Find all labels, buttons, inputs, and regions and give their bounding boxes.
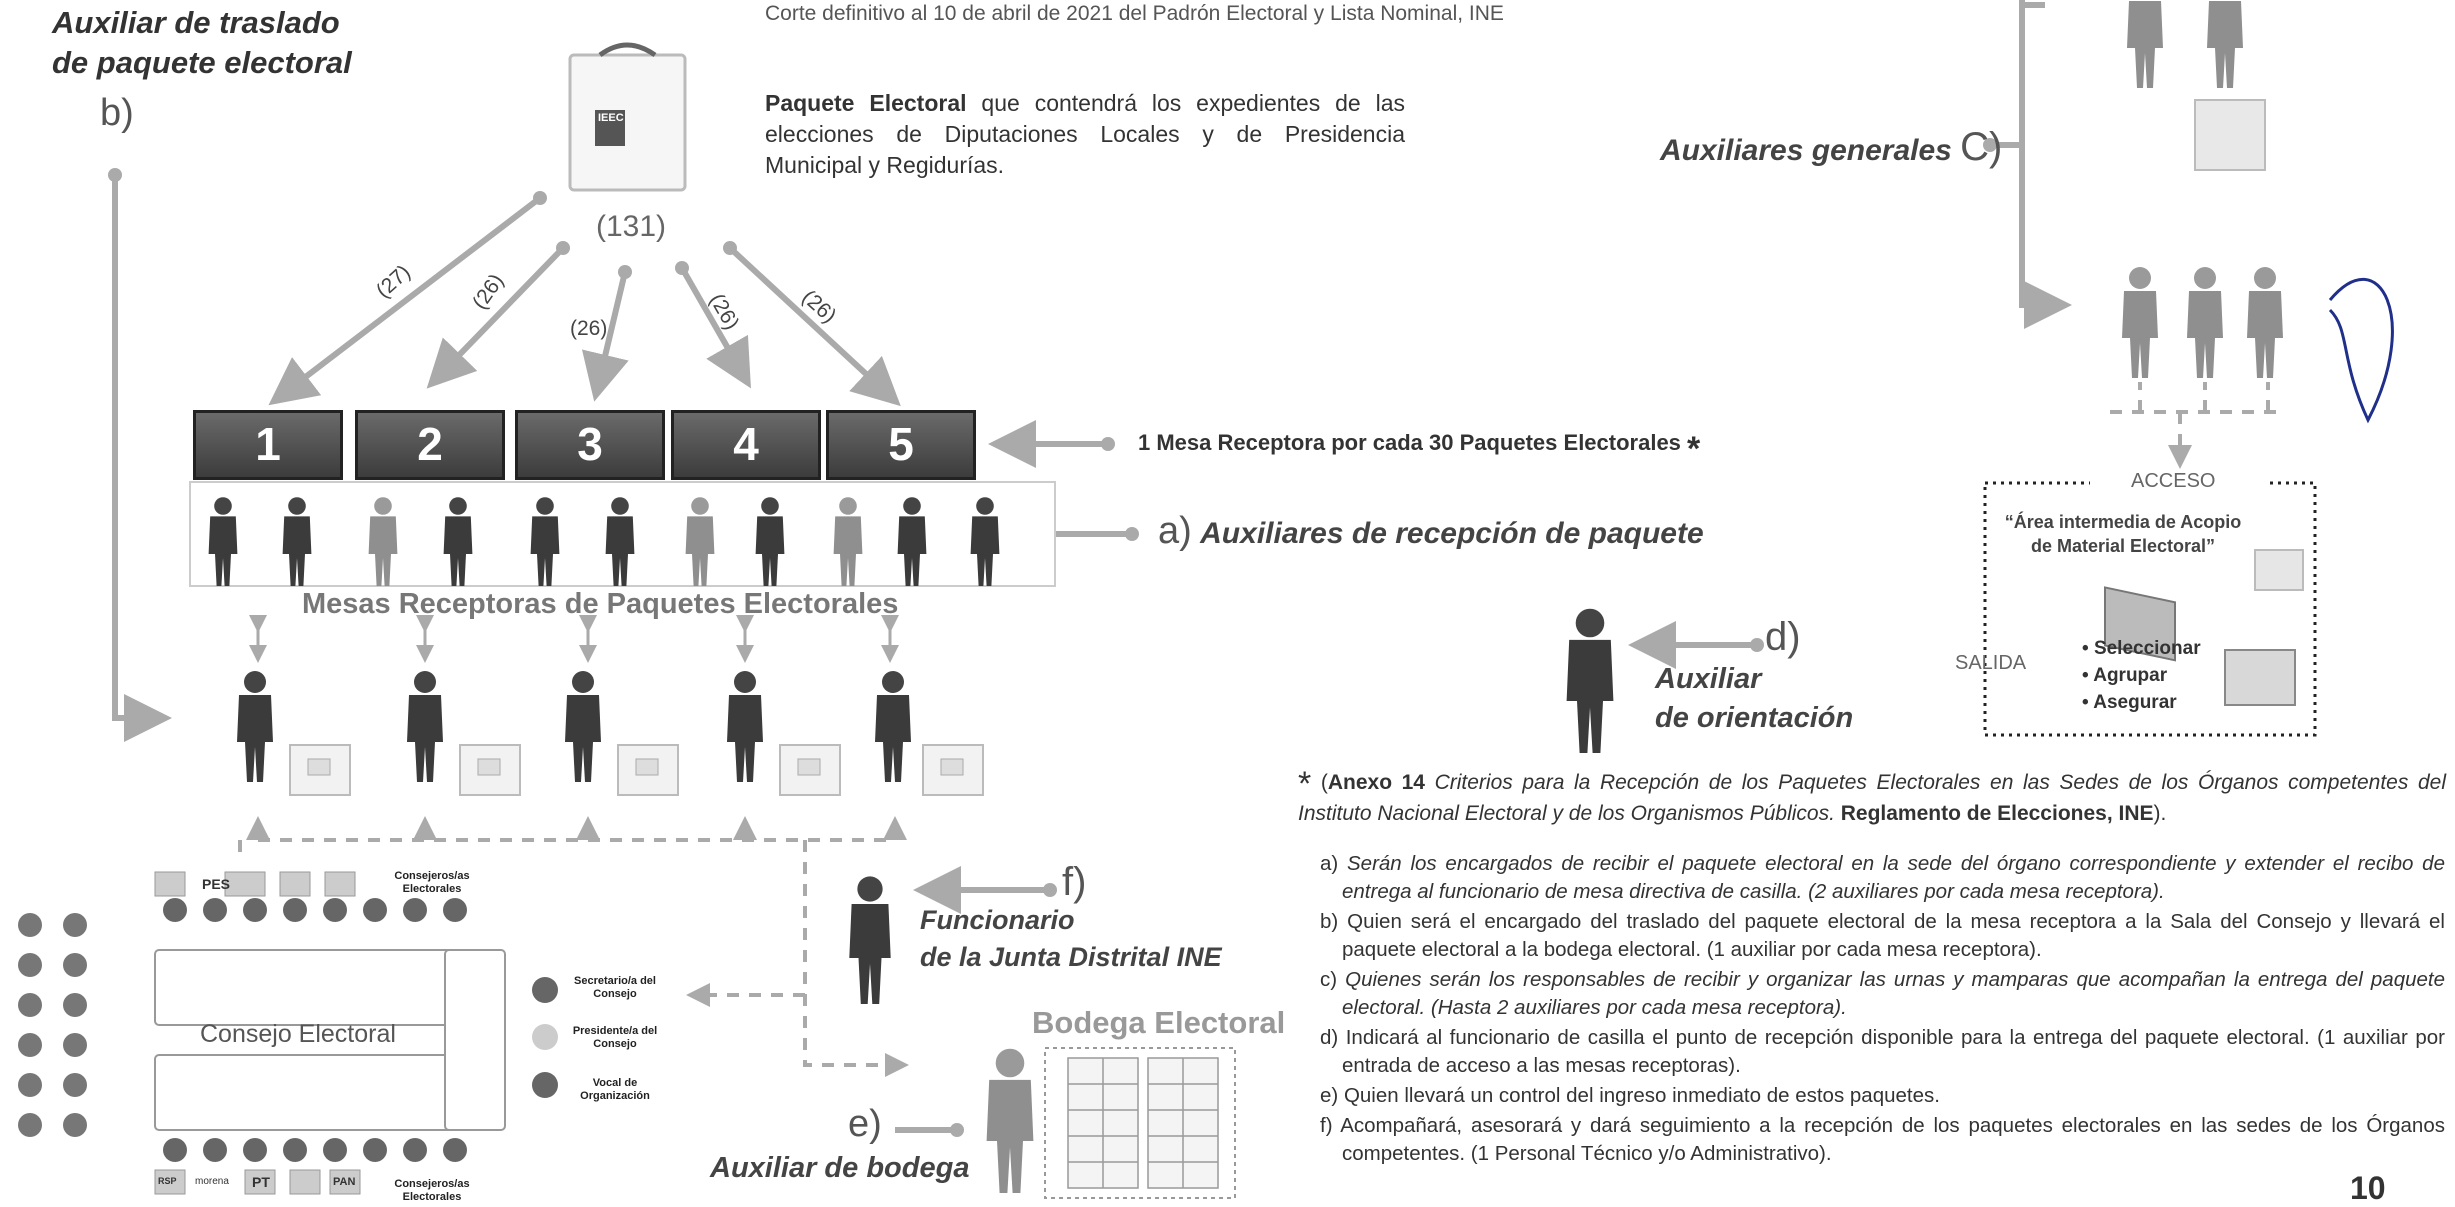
consejo-title: Consejo Electoral xyxy=(200,1020,396,1048)
acceso-label: ACCESO xyxy=(2125,470,2222,493)
acceso-area: “Área intermedia de Acopio de Material E… xyxy=(2004,512,2242,556)
paquete-bold: Paquete Electoral xyxy=(765,90,967,116)
annex-reference: * (Anexo 14 Criterios para la Recepción … xyxy=(1298,765,2446,825)
salida-label: SALIDA xyxy=(1955,652,2027,674)
aux-recepcion-text: Auxiliares de recepción de paquete xyxy=(1200,517,1704,550)
funcionario-line1: Funcionario xyxy=(920,905,1075,935)
acceso-item: • Asegurar xyxy=(2082,692,2177,713)
aux-traslado-line2: de paquete electoral xyxy=(52,45,352,80)
consejo-top-label: Consejeros/as Electorales xyxy=(394,870,470,895)
party-logo-morena: morena xyxy=(195,1176,229,1187)
acceso-item: • Seleccionar xyxy=(2082,638,2201,659)
note-item: b) Quien será el encargado del traslado … xyxy=(1320,910,2445,961)
mesas-caption: Mesas Receptoras de Paquetes Electorales xyxy=(302,588,899,620)
party-logo-pes: PES xyxy=(202,876,231,892)
aux-orientacion-line2: de orientación xyxy=(1655,702,1854,734)
aux-generales-letter: C) xyxy=(1960,125,2003,169)
acceso-items: • Seleccionar • Agrupar • Asegurar xyxy=(2082,635,2201,716)
consejo-illustration xyxy=(18,871,558,1195)
bodega-title: Bodega Electoral xyxy=(1032,1005,1286,1040)
paquete-total: (131) xyxy=(596,210,667,243)
aux-recepcion-letter: a) xyxy=(1158,510,1192,552)
note-item: e) Quien llevará un control del ingreso … xyxy=(1320,1084,1940,1107)
party-logo-rsp: RSP xyxy=(158,1176,177,1186)
aux-orientacion-line1: Auxiliar xyxy=(1655,663,1762,695)
acceso-box-border xyxy=(1983,481,2317,737)
package-box-label: IEEC xyxy=(598,112,624,124)
annex-bold1: Anexo 14 xyxy=(1327,771,1425,794)
note-item: a) Serán los encargados de recibir el pa… xyxy=(1320,852,2445,903)
mesa-number-4: 4 xyxy=(671,410,821,480)
orientacion-figure xyxy=(1566,608,1764,753)
per-mesa-asterisk: * xyxy=(1687,430,1701,468)
aux-traslado-line1: Auxiliar de traslado xyxy=(52,5,340,40)
mesa-number-5: 5 xyxy=(826,410,976,480)
aux-recepcion: a) Auxiliares de recepción de paquete xyxy=(1158,510,1704,553)
funcionario-letter: f) xyxy=(1062,860,1087,904)
funcionario-figure xyxy=(849,866,1057,1004)
mesa-number-1: 1 xyxy=(193,410,343,480)
per-mesa-note: 1 Mesa Receptora por cada 30 Paquetes El… xyxy=(1138,430,1700,469)
funcionario-line2: de la Junta Distrital INE xyxy=(920,942,1222,972)
aux-traslado-letter: b) xyxy=(100,92,134,134)
carriers xyxy=(237,671,984,796)
acceso-item: • Agrupar xyxy=(2082,665,2168,686)
package-box xyxy=(568,42,687,192)
mesa-number-2: 2 xyxy=(355,410,505,480)
top-caption: Corte definitivo al 10 de abril de 2021 … xyxy=(765,2,1504,25)
aux-generales: Auxiliares generales C) xyxy=(1660,125,2002,170)
mesa-note-arrow xyxy=(988,420,1115,468)
bodega-label: Auxiliar de bodega xyxy=(710,1152,970,1184)
carrier-double-arrows xyxy=(249,615,899,663)
annex-asterisk: * xyxy=(1298,765,1312,803)
aux-orientacion-letter: d) xyxy=(1765,615,1801,659)
mesa-number-3: 3 xyxy=(515,410,665,480)
bodega-auxiliar-figure xyxy=(895,1048,1034,1193)
page-number: 10 xyxy=(2350,1170,2386,1206)
note-item: d) Indicará al funcionario de casilla el… xyxy=(1320,1026,2445,1077)
consejo-role-secretario: Secretario/a del Consejo xyxy=(574,975,656,1000)
party-logo-pan: PAN xyxy=(333,1176,356,1188)
per-mesa-note-text: 1 Mesa Receptora por cada 30 Paquetes El… xyxy=(1138,430,1681,455)
generales-tree xyxy=(1983,0,2394,662)
consejo-bottom-label: Consejeros/as Electorales xyxy=(394,1178,470,1203)
note-item: f) Acompañará, asesorará y dará seguimie… xyxy=(1320,1114,2445,1165)
annex-bold2: Reglamento de Elecciones, INE xyxy=(1840,802,2154,825)
consejo-role-vocal: Vocal de Organización xyxy=(580,1077,650,1102)
package-arrows xyxy=(268,191,901,407)
consejo-role-presidente: Presidente/a del Consejo xyxy=(572,1025,658,1050)
note-item: c) Quienes serán los responsables de rec… xyxy=(1320,968,2445,1019)
party-logo-pt: PT xyxy=(252,1174,270,1190)
bodega-letter: e) xyxy=(848,1103,882,1145)
acceso-box-icons xyxy=(2224,549,2304,706)
bodega-shelves xyxy=(1044,1047,1236,1199)
dashed-distribution xyxy=(238,816,909,1077)
arrow-count-3: (26) xyxy=(570,317,608,340)
aux-generales-text: Auxiliares generales xyxy=(1660,134,1952,167)
annex-italic: Criterios para la Recepción de los Paque… xyxy=(1298,771,2446,825)
traslado-connector xyxy=(108,168,172,742)
notes-list: a) Serán los encargados de recibir el pa… xyxy=(1320,850,2445,1170)
paquete-description: Paquete Electoral que contendrá los expe… xyxy=(765,88,1405,181)
paquete-rest: que contendrá los expedientes de las ele… xyxy=(765,90,1405,178)
